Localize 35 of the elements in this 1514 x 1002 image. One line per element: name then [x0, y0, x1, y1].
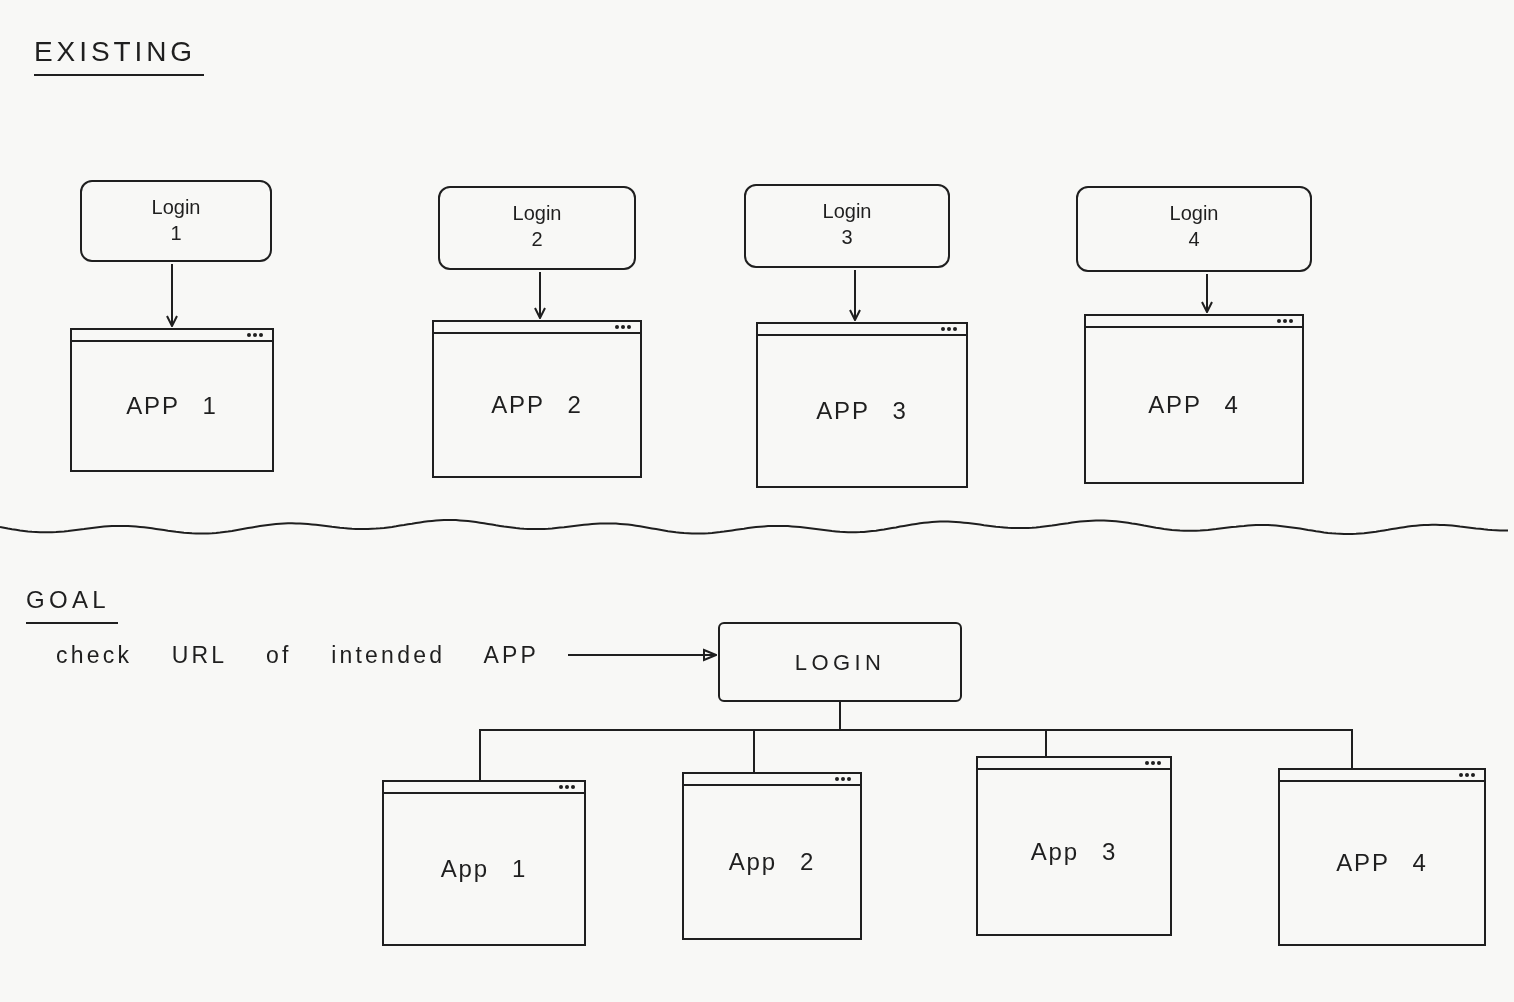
arrow — [534, 271, 546, 319]
arrow — [849, 269, 861, 321]
login-box — [80, 180, 272, 262]
window-label: APP 1 — [126, 391, 218, 421]
window-label: APP 4 — [1148, 390, 1240, 420]
box-label: Login 1 — [150, 195, 202, 246]
window-label: App 2 — [728, 847, 816, 877]
box-label: Login 3 — [821, 199, 873, 250]
browser-window — [1084, 314, 1304, 484]
browser-window — [1278, 768, 1486, 946]
section-heading: GOAL — [26, 582, 118, 624]
window-label: App 1 — [440, 854, 528, 884]
browser-window — [976, 756, 1172, 936]
browser-window — [382, 780, 586, 946]
arrow — [1201, 273, 1213, 313]
box-label: LOGIN — [794, 648, 886, 677]
login-box — [438, 186, 636, 270]
section-heading: EXISTING — [34, 34, 205, 76]
login-box — [744, 184, 950, 268]
login-box — [718, 622, 962, 702]
window-label: APP 2 — [491, 390, 583, 420]
note-text: check URL of intended APP — [56, 638, 568, 672]
login-box — [1076, 186, 1312, 272]
browser-window — [432, 320, 642, 478]
browser-window — [682, 772, 862, 940]
box-label: Login 2 — [511, 201, 563, 252]
window-label: App 3 — [1030, 837, 1118, 867]
box-label: Login 4 — [1168, 201, 1220, 252]
connector-line — [839, 701, 1353, 769]
browser-window — [756, 322, 968, 488]
arrow — [567, 649, 717, 661]
window-label: APP 3 — [816, 396, 908, 426]
browser-window — [70, 328, 274, 472]
arrow — [166, 263, 178, 327]
window-label: APP 4 — [1336, 848, 1428, 878]
